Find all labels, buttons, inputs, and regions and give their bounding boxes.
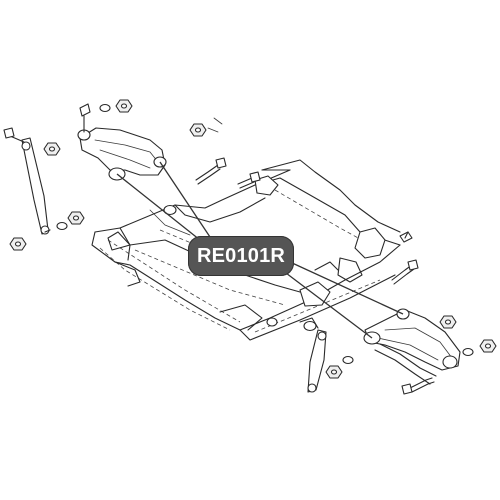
left-control-arm — [77, 103, 167, 181]
part-number-callout: RE0101R — [188, 236, 294, 276]
subframe-frame — [91, 159, 401, 341]
callout-leaders — [116, 161, 404, 339]
left-stabilizer-link — [3, 127, 51, 235]
part-number-text: RE0101R — [196, 244, 286, 267]
fasteners — [9, 99, 497, 395]
